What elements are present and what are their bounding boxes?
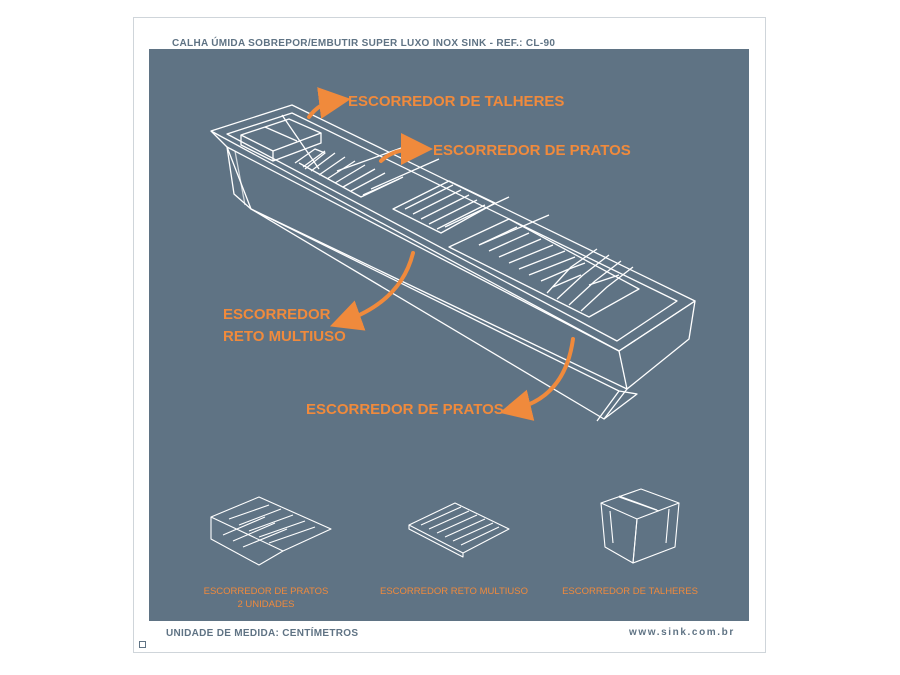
- trough-front-face: [226, 146, 628, 390]
- label-escorredor-talheres: ESCORREDOR DE TALHERES: [348, 93, 565, 110]
- diagram-panel: [149, 49, 749, 621]
- caption-pratos-line2: 2 UNIDADES: [237, 599, 295, 610]
- product-illustration: [210, 87, 696, 566]
- label-escorredor-reto-line2: RETO MULTIUSO: [223, 328, 346, 345]
- trough-inner-rim: [226, 112, 678, 342]
- trough-side-left: [210, 130, 252, 210]
- arrow-pratos-bottom: [499, 337, 575, 421]
- caption-pratos-line1: ESCORREDOR DE PRATOS: [203, 586, 329, 597]
- multiuso-rack: [392, 180, 496, 234]
- accessory-cutlery-drawing: [600, 488, 680, 564]
- dish-rack-lower: [448, 218, 640, 318]
- trough-drawing: [210, 104, 696, 422]
- label-escorredor-pratos-top: ESCORREDOR DE PRATOS: [433, 142, 631, 159]
- website-link[interactable]: www.sink.com.br: [629, 627, 735, 638]
- corner-mark: [139, 641, 146, 648]
- caption-reto-multiuso: ESCORREDOR RETO MULTIUSO: [380, 586, 528, 597]
- accessory-multiuso-drawing: [408, 502, 510, 558]
- accessory-dish-drainer-drawing: [210, 496, 332, 566]
- caption-talheres: ESCORREDOR DE TALHERES: [562, 586, 698, 597]
- callout-arrows: [307, 87, 575, 421]
- label-escorredor-reto-line1: ESCORREDOR: [223, 306, 331, 323]
- dish-rack-upper: [294, 148, 404, 198]
- trough-bottom: [250, 208, 638, 420]
- arrow-talheres: [307, 87, 351, 119]
- cutlery-box: [240, 118, 322, 152]
- arrow-reto: [329, 251, 415, 331]
- page-title: CALHA ÚMIDA SOBREPOR/EMBUTIR SUPER LUXO …: [172, 38, 556, 49]
- arrow-pratos-top: [379, 133, 433, 166]
- label-escorredor-pratos-bottom: ESCORREDOR DE PRATOS: [306, 401, 504, 418]
- unit-of-measure: UNIDADE DE MEDIDA: CENTÍMETROS: [166, 628, 359, 639]
